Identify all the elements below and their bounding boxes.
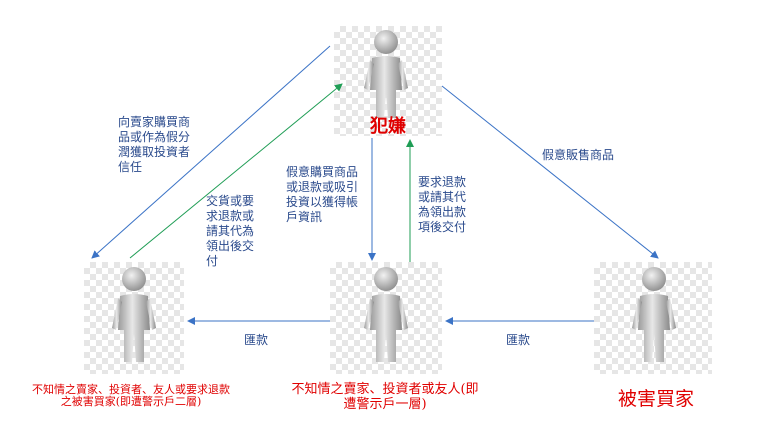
edge-label-left-to-suspect: 交貨或要求退款或請其代為領出後交付: [206, 194, 255, 268]
center-person-label: 不知情之賣家、投資者或友人(即遭警示戶一層): [291, 382, 479, 412]
edge-label-suspect-to-victim: 假意販售商品: [542, 148, 615, 162]
suspect-person-icon: [364, 30, 408, 118]
center-person-icon: [364, 267, 408, 362]
victim-label: 被害買家: [617, 388, 694, 410]
arrow-suspect-to-left: [91, 45, 331, 259]
edge-label-suspect-to-left: 向賣家購買商品或作為假分潤獲取投資者信任: [118, 115, 191, 174]
arrow-suspect-to-victim: [441, 85, 659, 259]
edge-label-suspect-to-center: 假意購買商品或退款或吸引投資以獲得帳戶資訊: [286, 165, 359, 224]
victim-person-icon: [632, 267, 676, 362]
victim-figure-bg: [594, 262, 712, 374]
edge-label-victim-to-center: 匯款: [506, 333, 531, 347]
edge-label-center-to-left: 匯款: [244, 333, 269, 347]
arrow-left-to-suspect: [129, 83, 343, 259]
suspect-label: 犯嫌: [370, 116, 406, 137]
left-person-icon: [112, 267, 156, 362]
edge-label-center-to-suspect: 要求退款或請其代為領出款項後交付: [418, 175, 467, 234]
left-person-label: 不知情之賣家、投資者、友人或要求退款之被害買家(即遭警示戶二層): [32, 383, 230, 408]
